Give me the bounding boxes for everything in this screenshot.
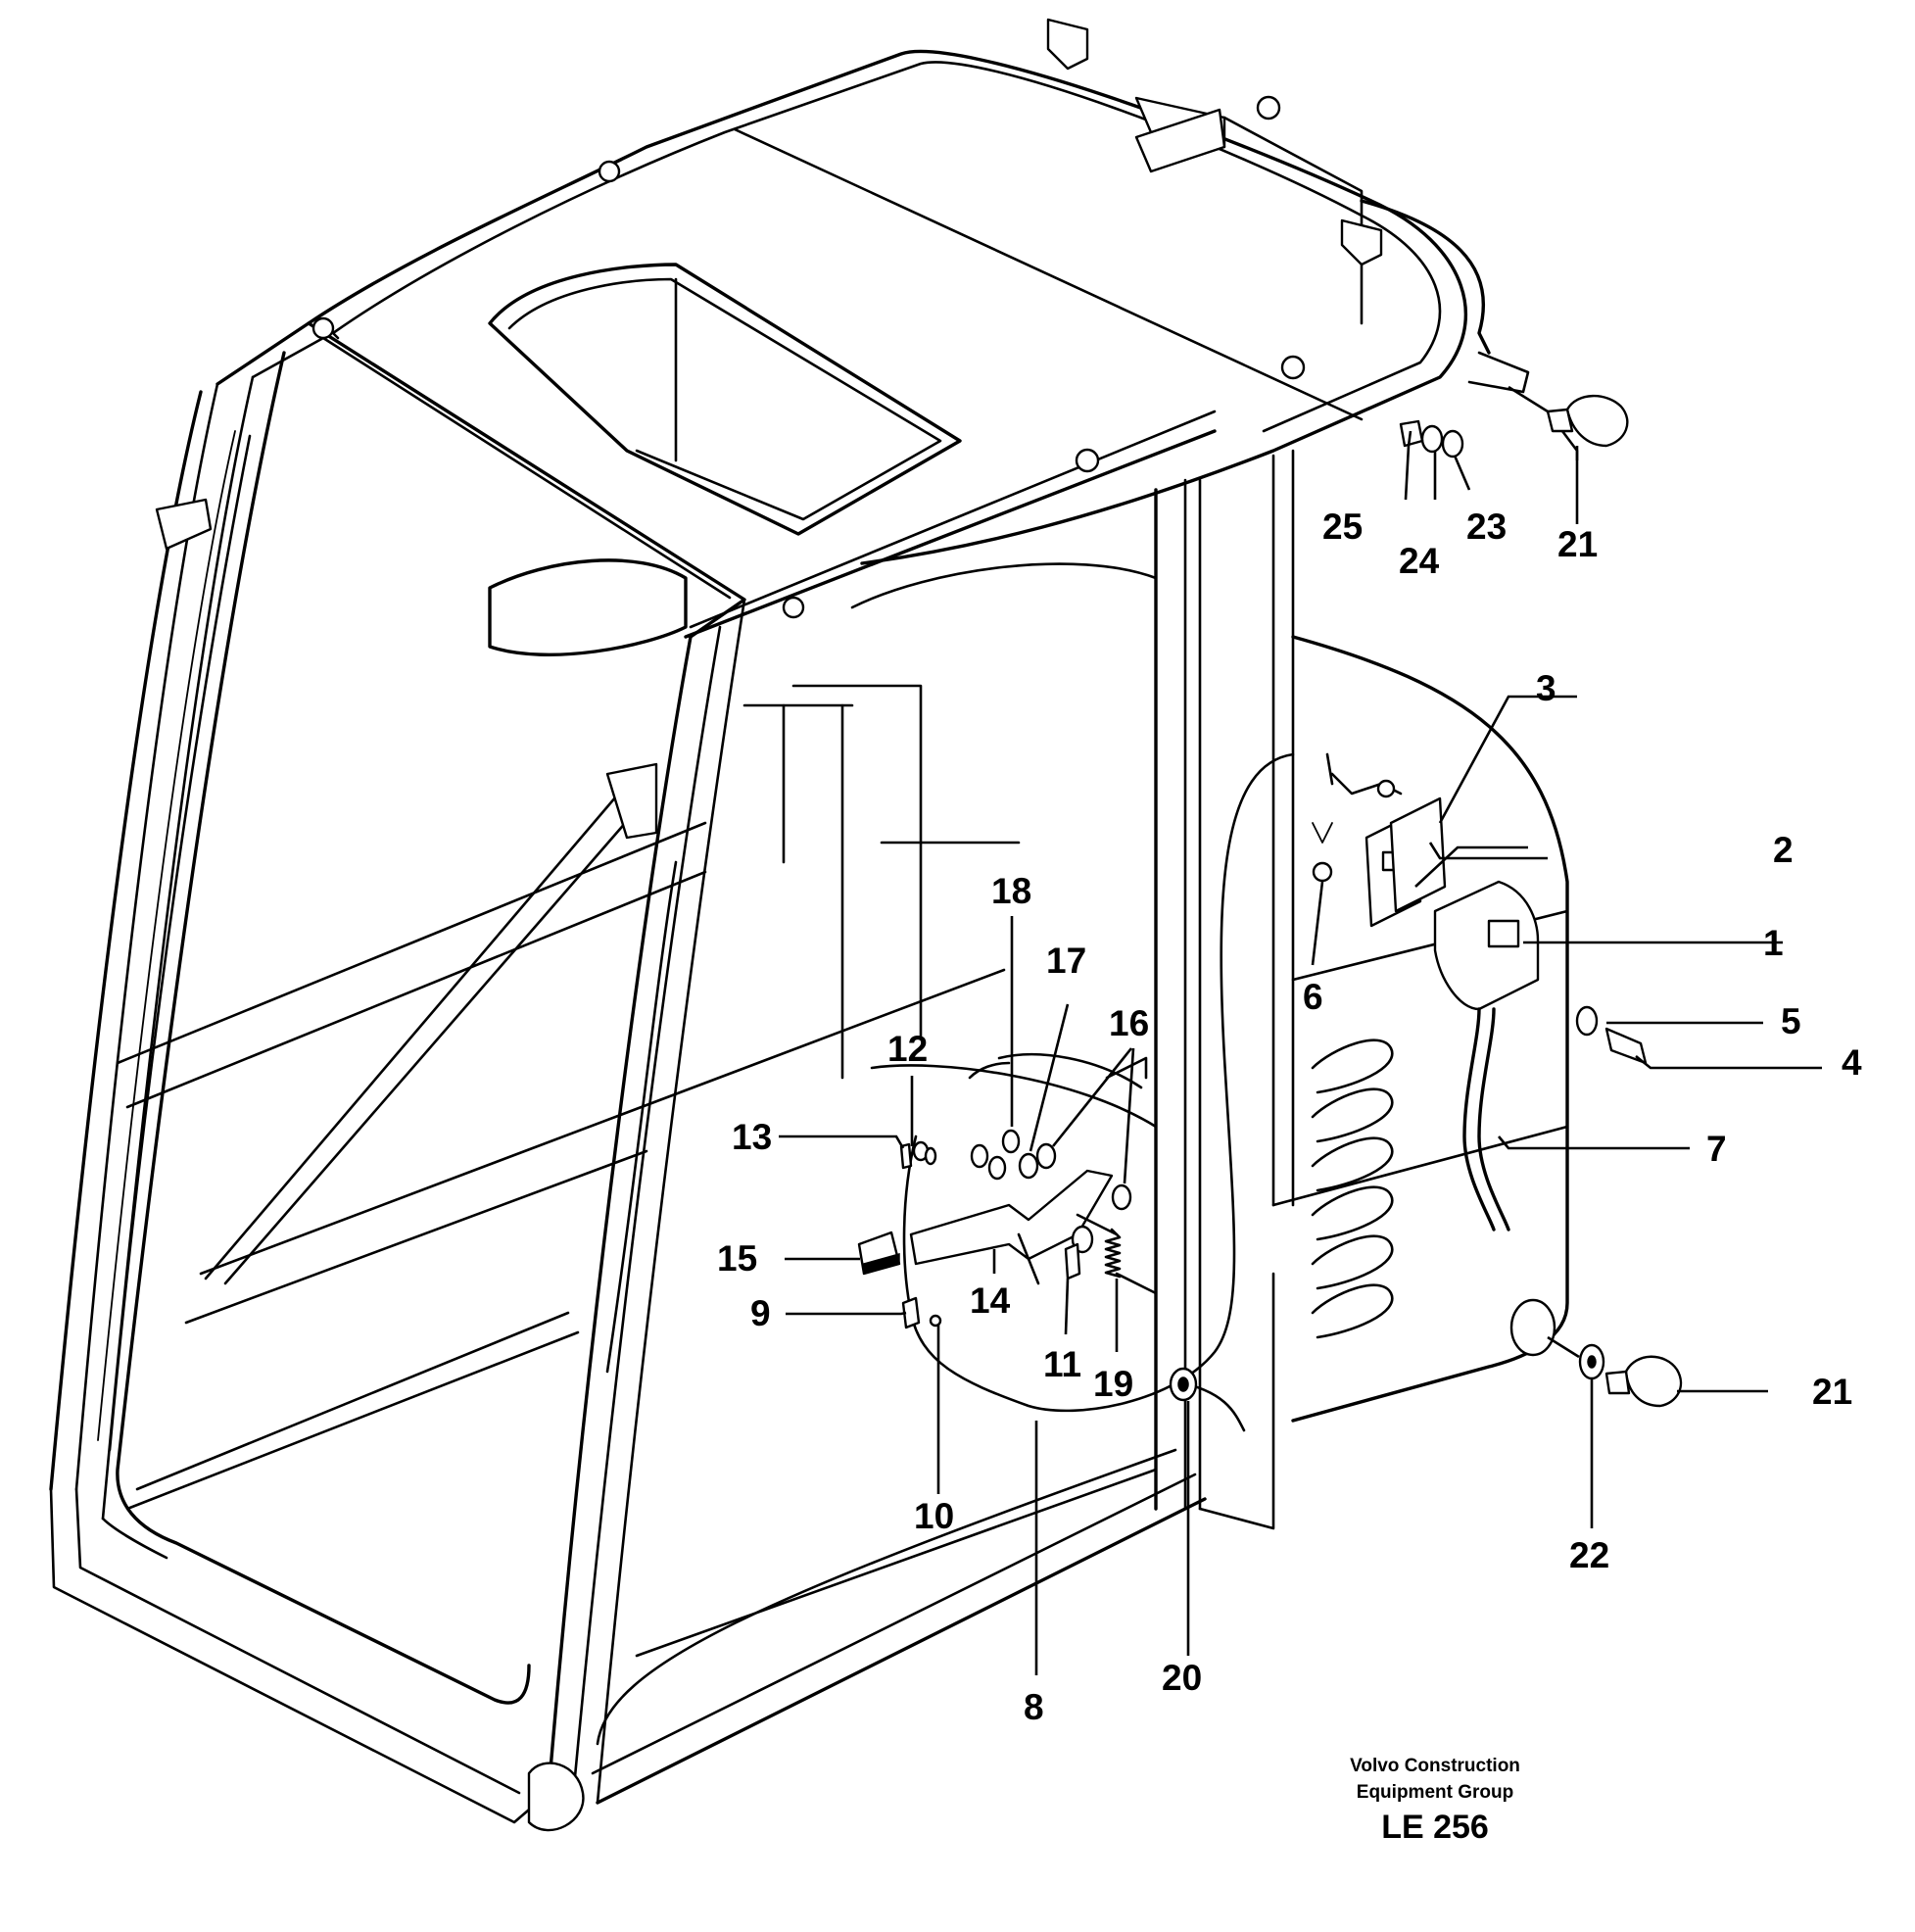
- callout-20: 20: [1162, 1658, 1202, 1698]
- lever-14: [909, 1169, 1114, 1266]
- rear-panel: [488, 558, 1569, 1423]
- cable-8: [909, 752, 1295, 1413]
- callout-1: 1: [1763, 923, 1784, 963]
- callout-22: 22: [1569, 1535, 1609, 1575]
- callout-13: 13: [732, 1117, 772, 1157]
- door-lock-assembly: [902, 752, 1648, 1432]
- washer-5: [1575, 1005, 1599, 1037]
- callout-11: 11: [1043, 1344, 1081, 1384]
- callout-4: 4: [1842, 1042, 1862, 1083]
- lock-plate-3: [1389, 797, 1447, 913]
- callout-7: 7: [1706, 1129, 1727, 1169]
- callout-24: 24: [1399, 541, 1440, 581]
- callout-2: 2: [1773, 830, 1794, 870]
- clip-9: [901, 1296, 921, 1329]
- callout-16: 16: [1109, 1003, 1149, 1043]
- spring-19: [1104, 1228, 1122, 1279]
- callout-10: 10: [914, 1496, 954, 1536]
- caption-block: Volvo Construction Equipment Group LE 25…: [1350, 1756, 1520, 1846]
- bumper-21-bottom: [1624, 1355, 1683, 1408]
- screw-10: [929, 1314, 942, 1328]
- callout-12: 12: [887, 1029, 928, 1069]
- callout-6: 6: [1303, 977, 1323, 1017]
- lock-body-1: [1433, 880, 1540, 1011]
- callout-25: 25: [1322, 507, 1363, 547]
- washer-24: [1420, 424, 1444, 454]
- washer-16a: [1035, 1142, 1057, 1170]
- clip-13: [899, 1142, 913, 1170]
- callout-23: 23: [1466, 507, 1507, 547]
- callout-15: 15: [717, 1238, 757, 1279]
- nut-25: [1399, 419, 1424, 448]
- nut-6: [1312, 861, 1333, 883]
- leader-lines: [779, 430, 1822, 1675]
- washer-18: [1001, 1129, 1021, 1154]
- drawing-code: LE 256: [1381, 1809, 1489, 1846]
- caption-line-1: Volvo Construction: [1350, 1756, 1520, 1776]
- callout-14: 14: [970, 1280, 1011, 1321]
- release-lever-assembly: [857, 1052, 1158, 1329]
- callout-19: 19: [1093, 1364, 1133, 1404]
- pin-11: [1064, 1242, 1081, 1280]
- washer-16b: [1111, 1183, 1132, 1211]
- callout-18: 18: [991, 871, 1031, 911]
- washer-23: [1441, 429, 1464, 459]
- callout-8: 8: [1024, 1687, 1044, 1727]
- callout-21-top: 21: [1557, 524, 1598, 564]
- cab-frame: [49, 49, 1530, 1832]
- caption-line-2: Equipment Group: [1357, 1782, 1513, 1803]
- wire-7: [1462, 1007, 1496, 1232]
- callout-9: 9: [750, 1293, 771, 1333]
- callout-3: 3: [1536, 668, 1556, 708]
- callout-5: 5: [1781, 1001, 1801, 1041]
- callout-17: 17: [1046, 941, 1086, 981]
- washer-17: [1018, 1152, 1039, 1180]
- roof-bolts: [155, 18, 1383, 840]
- bumper-parts: [1399, 385, 1683, 1408]
- bumper-21-top: [1565, 394, 1629, 448]
- callout-numbers: 1 2 3 4 5 6 7 8 9 10 11 12 13 14 15 16 1…: [717, 507, 1862, 1727]
- callout-21-bottom: 21: [1812, 1372, 1852, 1412]
